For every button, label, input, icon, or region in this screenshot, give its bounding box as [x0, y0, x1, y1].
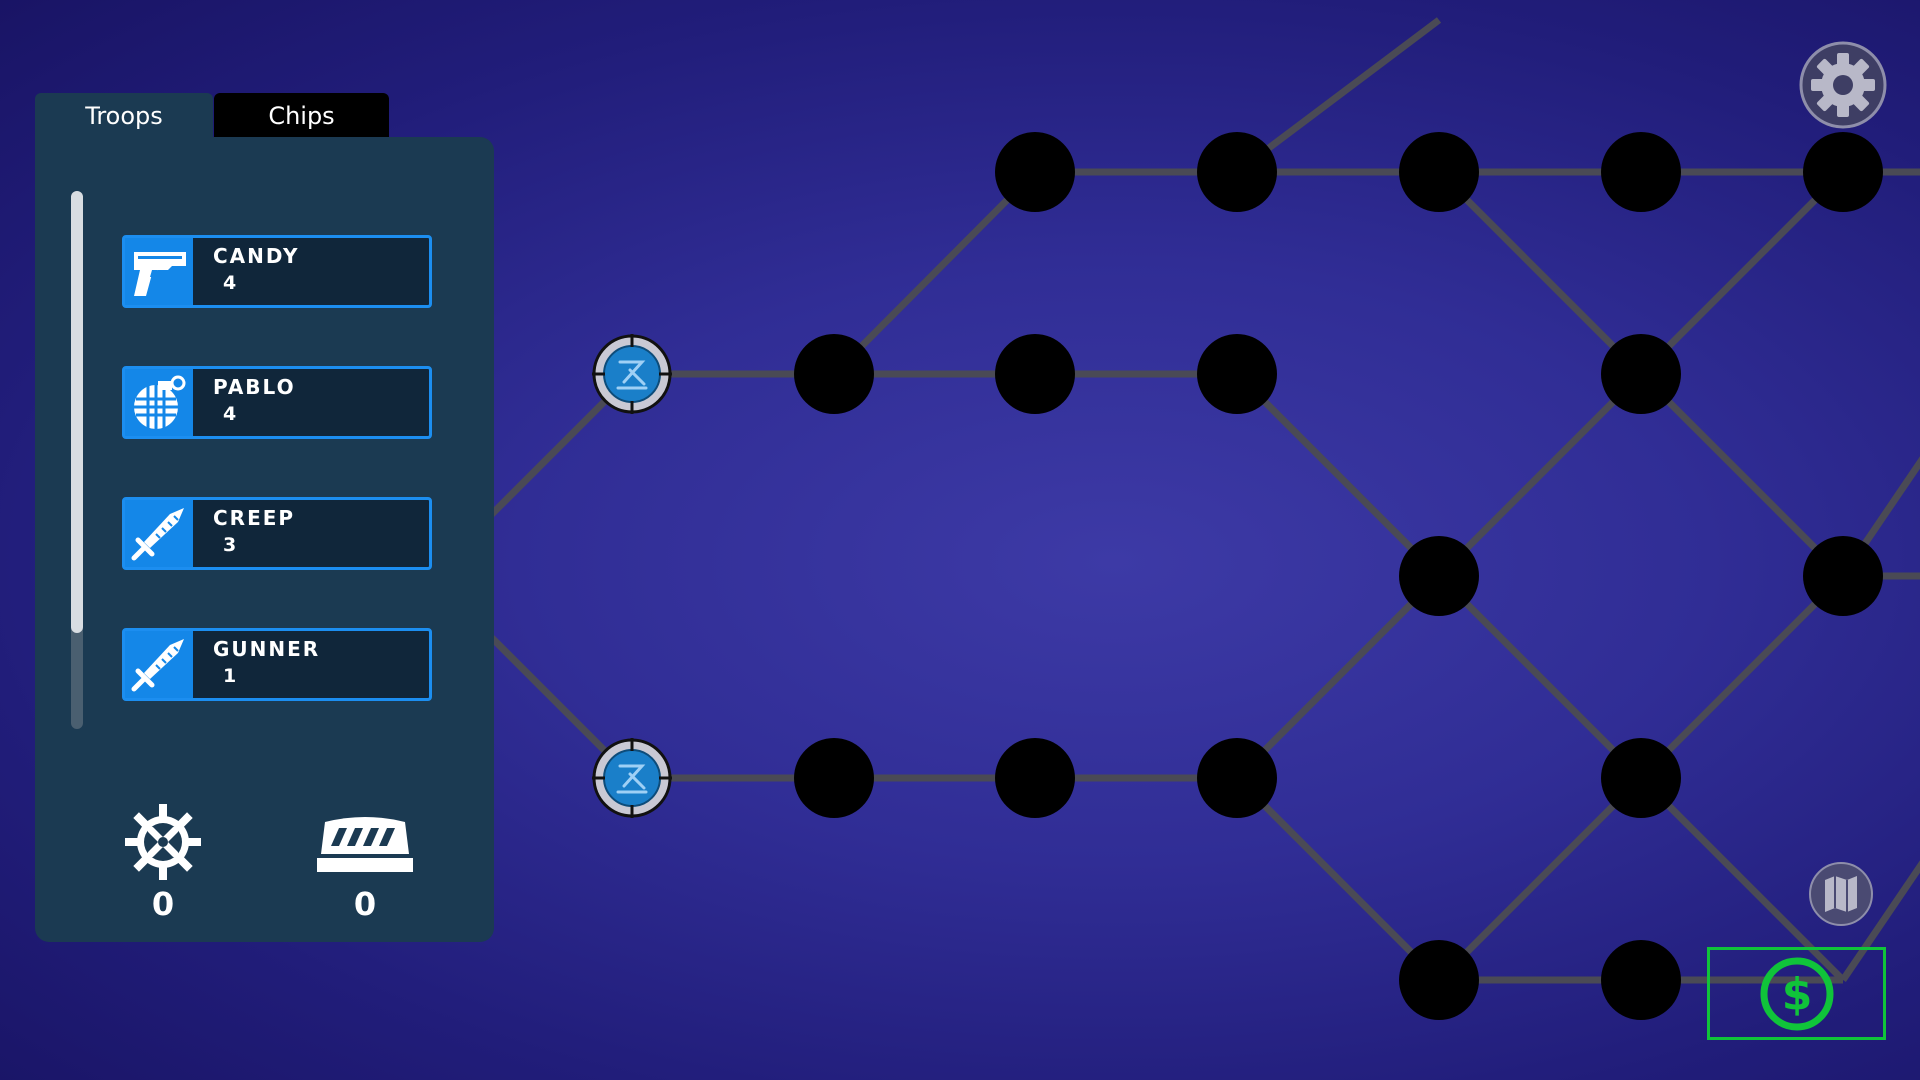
svg-text:$: $ — [1781, 969, 1812, 1020]
map-node[interactable] — [1601, 940, 1681, 1020]
map-path — [1638, 371, 1846, 579]
map-icon — [1809, 862, 1873, 926]
map-path — [1234, 775, 1442, 983]
map-path — [1436, 573, 1644, 781]
map-node[interactable] — [1601, 334, 1681, 414]
map-node[interactable] — [1399, 940, 1479, 1020]
barricades-count: 0 — [353, 885, 377, 923]
map-path — [1234, 371, 1442, 579]
map-path — [1234, 17, 1442, 175]
tab-troops[interactable]: Troops — [35, 93, 213, 138]
ninja-emblem-icon — [616, 360, 648, 390]
troop-level: 4 — [223, 272, 237, 294]
map-button[interactable] — [1809, 862, 1873, 926]
pistol-icon — [125, 238, 193, 305]
troop-card-candy[interactable]: CANDY 4 — [122, 235, 432, 308]
troops-panel: CANDY 4 PABLO 4 — [35, 137, 494, 942]
settings-button[interactable] — [1799, 41, 1887, 129]
tab-troops-label: Troops — [85, 101, 163, 130]
map-path — [1638, 573, 1846, 781]
troop-level: 3 — [223, 534, 237, 556]
troop-name: PABLO — [213, 375, 296, 399]
shop-button[interactable]: $ — [1707, 947, 1886, 1040]
map-path — [1436, 169, 1644, 377]
map-node[interactable] — [1399, 132, 1479, 212]
dollar-icon: $ — [1760, 957, 1833, 1030]
scrollbar-thumb[interactable] — [71, 191, 83, 633]
grenade-icon — [125, 369, 193, 436]
tab-chips-label: Chips — [268, 101, 335, 130]
map-node[interactable] — [995, 334, 1075, 414]
map-nodes — [592, 132, 1883, 1020]
troop-list-scrollbar[interactable] — [71, 191, 83, 729]
troop-card-gunner[interactable]: GUNNER 1 — [122, 628, 432, 701]
barricade-icon — [315, 809, 415, 879]
map-path — [1436, 775, 1644, 983]
gears-count: 0 — [151, 885, 175, 923]
map-node[interactable] — [1399, 536, 1479, 616]
map-node[interactable] — [1197, 334, 1277, 414]
map-node[interactable] — [1197, 738, 1277, 818]
map-node[interactable] — [1601, 132, 1681, 212]
base-node[interactable] — [592, 334, 672, 414]
map-node[interactable] — [1197, 132, 1277, 212]
base-node[interactable] — [592, 738, 672, 818]
map-node[interactable] — [995, 132, 1075, 212]
map-path — [1840, 860, 1920, 982]
settings-gear-icon — [1799, 41, 1887, 129]
troop-card-creep[interactable]: CREEP 3 — [122, 497, 432, 570]
map-node[interactable] — [995, 738, 1075, 818]
map-path — [1840, 456, 1920, 578]
sword-icon — [125, 631, 193, 698]
map-node[interactable] — [794, 334, 874, 414]
tab-chips[interactable]: Chips — [214, 93, 389, 138]
map-path — [831, 169, 1038, 377]
troop-name: CREEP — [213, 506, 296, 530]
troop-level: 1 — [223, 665, 237, 687]
map-node[interactable] — [1803, 132, 1883, 212]
map-node[interactable] — [1803, 536, 1883, 616]
map-path — [1436, 371, 1644, 579]
map-paths — [427, 17, 1920, 984]
troop-card-pablo[interactable]: PABLO 4 — [122, 366, 432, 439]
troop-name: GUNNER — [213, 637, 321, 661]
ninja-emblem-icon — [616, 764, 648, 794]
map-path — [1638, 775, 1846, 983]
map-node[interactable] — [794, 738, 874, 818]
map-path — [1638, 169, 1846, 377]
troop-level: 4 — [223, 403, 237, 425]
gear-wheel-icon — [123, 802, 203, 882]
sword-icon — [125, 500, 193, 567]
troop-name: CANDY — [213, 244, 300, 268]
map-path — [1234, 573, 1442, 781]
map-node[interactable] — [1601, 738, 1681, 818]
